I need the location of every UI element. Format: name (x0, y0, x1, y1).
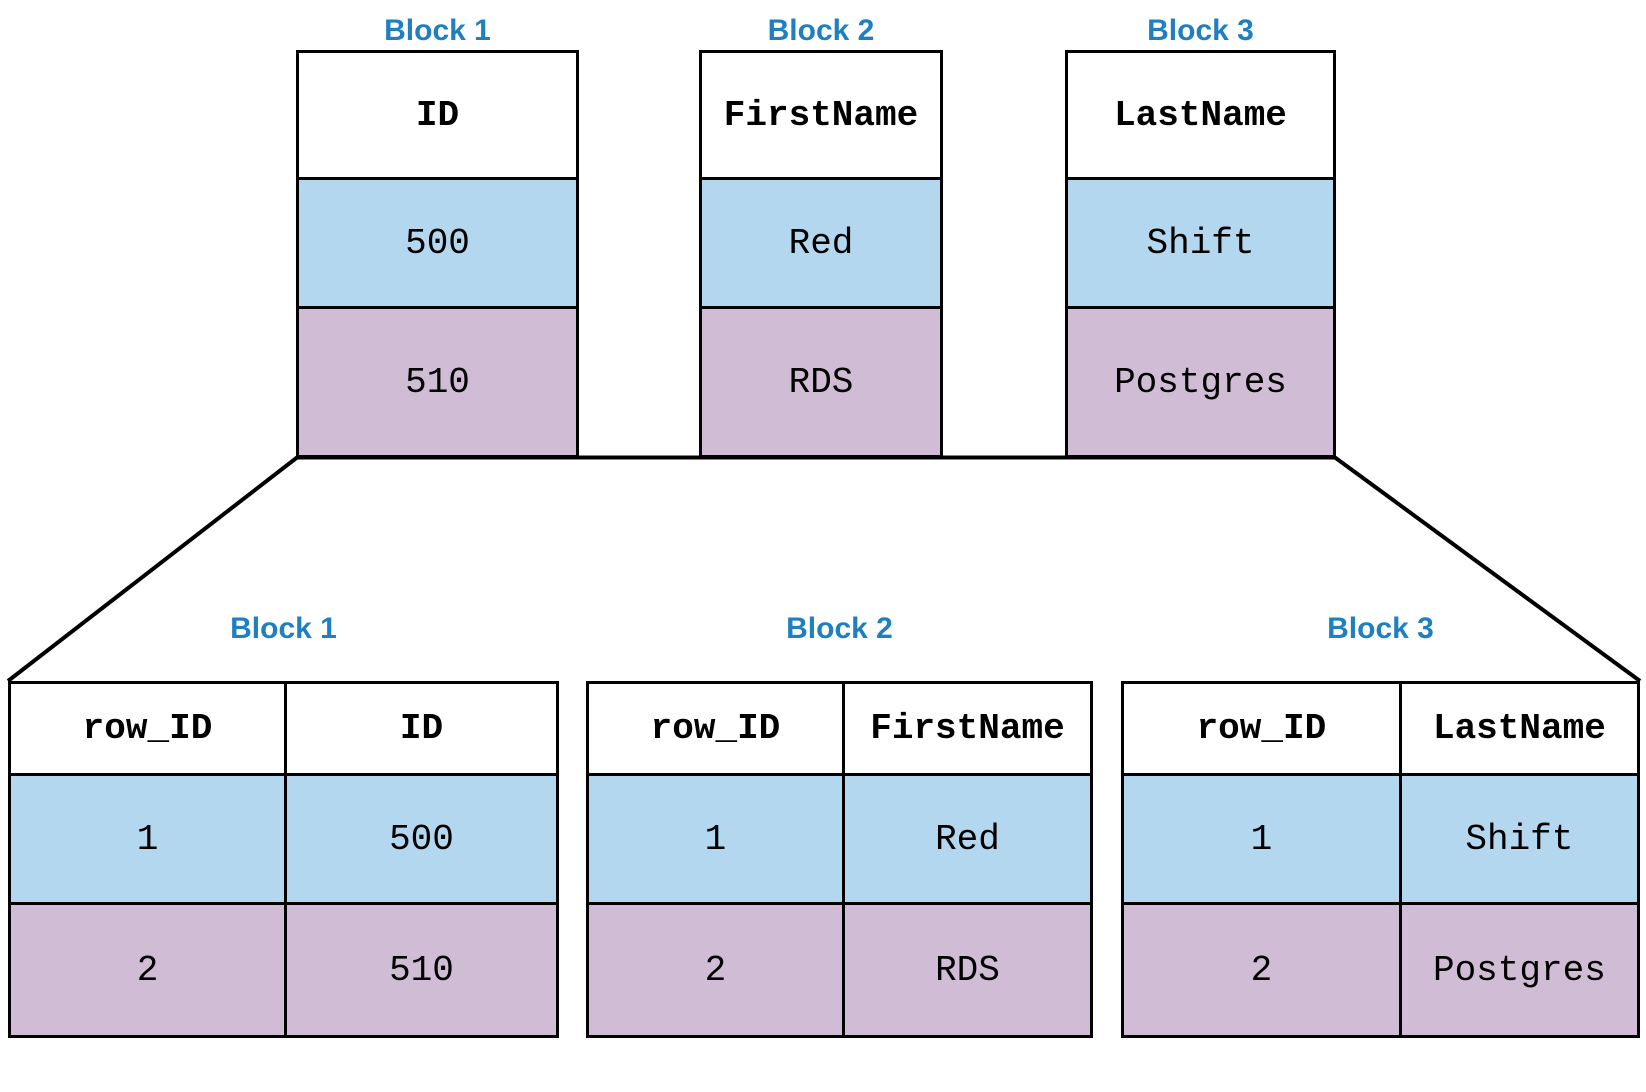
cell-id-row1: 500 (283, 776, 556, 903)
column-header-lastname: LastName (1114, 94, 1287, 136)
top-block-3-table: LastName Shift Postgres (1065, 50, 1336, 458)
column-header-id: ID (283, 684, 556, 774)
table-header-row: row_ID ID (11, 684, 556, 774)
cell-firstname-row2: RDS (788, 361, 854, 403)
cell-id-row2: 510 (405, 361, 470, 403)
table-row: 2 RDS (589, 902, 1090, 1035)
table-header-row: row_ID LastName (1124, 684, 1637, 774)
cell-row-id-row1: 1 (1250, 818, 1273, 860)
column-header-row-id: row_ID (650, 708, 781, 750)
cell-row-id-row2: 2 (136, 949, 159, 991)
table-row: 2 Postgres (1124, 902, 1637, 1035)
bottom-block-2-table: row_ID FirstName 1 Red 2 RDS (586, 681, 1093, 1038)
bottom-block-1-label: Block 1 (230, 612, 337, 645)
table-row: Shift (1068, 177, 1333, 307)
cell-row-id-row1: 1 (136, 818, 159, 860)
table-row: 1 Shift (1124, 773, 1637, 903)
bottom-block-2-label: Block 2 (786, 612, 893, 645)
table-header-row: ID (299, 53, 576, 178)
table-header-row: FirstName (702, 53, 940, 178)
top-block-2-table: FirstName Red RDS (699, 50, 943, 458)
top-block-3-label: Block 3 (1147, 14, 1254, 47)
column-header-row-id: row_ID (82, 708, 213, 750)
top-block-1-label: Block 1 (384, 14, 491, 47)
cell-firstname-row1: Red (788, 222, 854, 264)
cell-row-id-row2: 2 (704, 949, 727, 991)
cell-id-row1: 500 (405, 222, 470, 264)
bottom-block-3-label: Block 3 (1327, 612, 1434, 645)
column-header-lastname: LastName (1398, 684, 1637, 774)
table-row: RDS (702, 306, 940, 455)
column-header-firstname: FirstName (723, 94, 919, 136)
bottom-block-1-table: row_ID ID 1 500 2 510 (8, 681, 559, 1038)
cell-firstname-row2: RDS (841, 905, 1090, 1035)
top-block-2-label: Block 2 (767, 14, 875, 47)
connector-left-diagonal (6, 455, 299, 683)
table-row: 2 510 (11, 902, 556, 1035)
column-header-firstname: FirstName (841, 684, 1090, 774)
cell-lastname-row1: Shift (1398, 776, 1637, 903)
table-row: Postgres (1068, 306, 1333, 455)
bottom-block-3-table: row_ID LastName 1 Shift 2 Postgres (1121, 681, 1640, 1038)
cell-id-row2: 510 (283, 905, 556, 1035)
top-block-1-table: ID 500 510 (296, 50, 579, 458)
cell-lastname-row2: Postgres (1114, 361, 1287, 403)
table-row: 1 Red (589, 773, 1090, 903)
cell-firstname-row1: Red (841, 776, 1090, 903)
table-row: 510 (299, 306, 576, 455)
connector-right-diagonal (1333, 455, 1642, 683)
column-header-row-id: row_ID (1196, 708, 1327, 750)
column-header-id: ID (415, 94, 460, 136)
table-row: 500 (299, 177, 576, 307)
table-row: Red (702, 177, 940, 307)
table-row: 1 500 (11, 773, 556, 903)
cell-row-id-row2: 2 (1250, 949, 1273, 991)
table-header-row: row_ID FirstName (589, 684, 1090, 774)
cell-lastname-row1: Shift (1146, 222, 1255, 264)
table-header-row: LastName (1068, 53, 1333, 178)
cell-lastname-row2: Postgres (1398, 905, 1637, 1035)
cell-row-id-row1: 1 (704, 818, 727, 860)
